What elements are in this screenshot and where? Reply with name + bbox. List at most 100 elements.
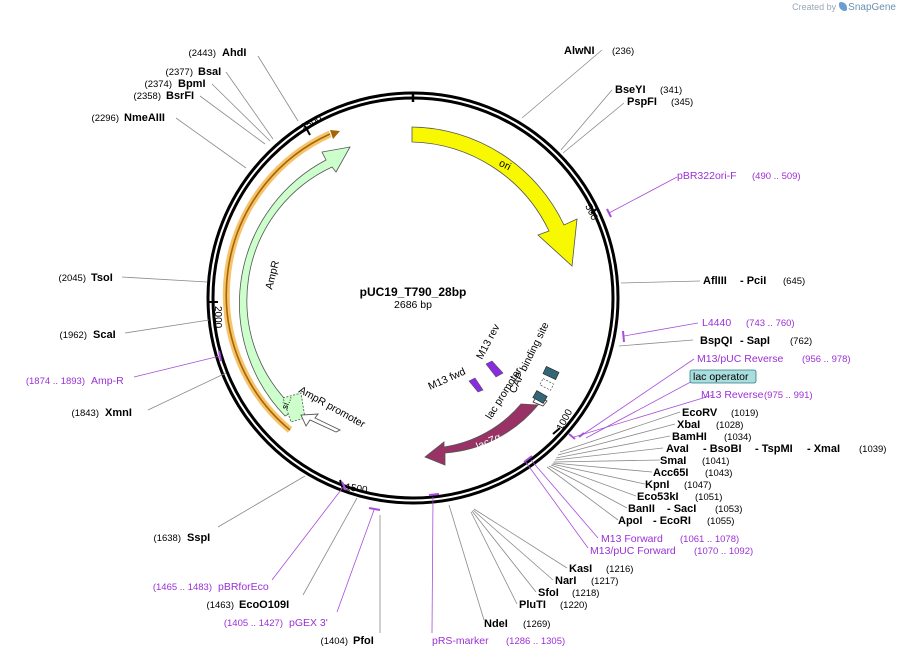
map-label-text: NdeI xyxy=(484,618,508,630)
label-alwni[interactable]: AlwNI (236) xyxy=(564,45,634,57)
tick-label-2000: 2000 xyxy=(212,306,223,329)
leader-lines xyxy=(121,49,714,634)
label-lac-operator[interactable]: lac operator xyxy=(689,369,757,384)
map-label-text: (1465 .. 1483) xyxy=(153,582,212,593)
map-label-text: KpnI xyxy=(645,479,669,491)
map-label-text: (2443) xyxy=(189,48,216,59)
map-label-text: NarI xyxy=(555,575,576,587)
label-bsai[interactable]: (2377)BsaI xyxy=(166,66,222,78)
map-label-text: (975 .. 991) xyxy=(764,390,813,401)
label-acc65i[interactable]: Acc65I (1043) xyxy=(653,467,732,479)
plasmid-size: 2686 bp xyxy=(394,299,432,311)
map-label-text: PfoI xyxy=(353,635,374,647)
label-scai[interactable]: (1962)ScaI xyxy=(60,329,116,341)
map-label-text: AflIII xyxy=(703,275,727,287)
map-label-text: (1638) xyxy=(154,533,181,544)
label-kasi[interactable]: KasI (1216) xyxy=(569,563,633,575)
map-label-text: (1405 .. 1427) xyxy=(224,618,283,629)
label-tsoi[interactable]: (2045)TsoI xyxy=(59,272,113,284)
ori-feature[interactable]: ori xyxy=(411,126,578,267)
map-label-text: ApoI xyxy=(618,515,642,527)
map-label-text: - PciI xyxy=(740,275,766,287)
map-label-text: NmeAIII xyxy=(124,112,165,124)
map-label-text: (1055) xyxy=(707,516,734,527)
label-bpmi[interactable]: (2374)BpmI xyxy=(145,78,206,90)
map-label-text: (743 .. 760) xyxy=(746,318,795,329)
map-label-text: L4440 xyxy=(702,317,731,329)
ampr-feature[interactable]: AmpR xyxy=(239,146,351,417)
label-bseyi[interactable]: BseYI(341) xyxy=(615,84,682,96)
label-ecoo109i[interactable]: (1463)EcoO109I xyxy=(207,599,290,611)
map-label-text: SfoI xyxy=(538,587,559,599)
map-label-text: (762) xyxy=(790,336,812,347)
map-label-text: SmaI xyxy=(660,455,686,467)
label-avai[interactable]: AvaI- BsoBI- TspMI- XmaI(1039) xyxy=(666,443,886,455)
map-label-text: (1216) xyxy=(606,564,633,575)
map-label-text: M13/pUC Reverse xyxy=(697,353,784,365)
label-sspi[interactable]: (1638)SspI xyxy=(154,532,211,544)
map-label-text: - SacI xyxy=(667,503,696,515)
label-bspqi[interactable]: BspQI- SapI(762) xyxy=(700,335,812,347)
map-label-text: (341) xyxy=(660,85,682,96)
label-apoi[interactable]: ApoI- EcoRI(1055) xyxy=(618,515,734,527)
cap-binding-feature[interactable]: CAP binding site xyxy=(507,320,560,404)
map-label-text: AlwNI xyxy=(564,45,595,57)
map-label-text: M13 Forward xyxy=(601,533,663,545)
map-label-text: pGEX 3' xyxy=(289,617,328,629)
label-prs-marker[interactable]: pRS-marker(1286 .. 1305) xyxy=(432,635,565,647)
tick-label-1500: 1500 xyxy=(345,482,369,496)
label-nmeaiii[interactable]: (2296) NmeAIII xyxy=(92,112,165,124)
map-label-text: (236) xyxy=(612,46,634,57)
map-label-text: (1043) xyxy=(705,468,732,479)
map-label-text: XbaI xyxy=(677,419,700,431)
map-label-text: Acc65I xyxy=(653,467,688,479)
label-pbr322ori[interactable]: pBR322ori-F(490 .. 509) xyxy=(677,170,801,182)
label-m13-reverse[interactable]: M13 Reverse(975 .. 991) xyxy=(701,389,813,401)
label-pluti[interactable]: PluTI(1220) xyxy=(519,599,587,611)
map-label-text: (2296) xyxy=(92,113,119,124)
label-eco53ki[interactable]: Eco53kI(1051) xyxy=(637,491,722,503)
label-m13puc-fwd[interactable]: M13/pUC Forward(1070 .. 1092) xyxy=(590,545,753,557)
label-ecorv[interactable]: EcoRV(1019) xyxy=(682,407,758,419)
label-m13puc-rev[interactable]: M13/pUC Reverse(956 .. 978) xyxy=(697,353,851,365)
map-label-text: KasI xyxy=(569,563,592,575)
label-bsrfi[interactable]: (2358)BsrFI xyxy=(134,90,195,102)
credit-brand: SnapGene xyxy=(848,2,896,13)
label-pgex3[interactable]: (1405 .. 1427) pGEX 3' xyxy=(224,617,328,629)
map-label-text: (1286 .. 1305) xyxy=(506,636,565,647)
label-pfoi[interactable]: (1404)PfoI xyxy=(321,635,374,647)
map-label-text: (1843) xyxy=(72,408,99,419)
label-pspfi[interactable]: PspFI(345) xyxy=(627,96,693,108)
label-m13-forward[interactable]: M13 Forward(1061 .. 1078) xyxy=(601,533,739,545)
map-label-text: - BsoBI xyxy=(703,443,742,455)
map-label-text: - XmaI xyxy=(807,443,840,455)
label-smai[interactable]: SmaI(1041) xyxy=(660,455,729,467)
label-xmni[interactable]: (1843)XmnI xyxy=(72,407,132,419)
map-label-text: - SapI xyxy=(740,335,770,347)
map-label-text: (2358) xyxy=(134,91,161,102)
map-label-text: (1269) xyxy=(523,619,550,630)
label-ndei[interactable]: NdeI (1269) xyxy=(484,618,550,630)
label-nari[interactable]: NarI(1217) xyxy=(555,575,618,587)
label-sfoi[interactable]: SfoI(1218) xyxy=(538,587,599,599)
label-afliii[interactable]: AflIII- PciI(645) xyxy=(703,275,805,287)
label-amp-r[interactable]: (1874 .. 1893)Amp-R xyxy=(26,375,124,387)
ori-label: ori xyxy=(497,157,513,173)
label-bamhi[interactable]: BamHI(1034) xyxy=(672,431,751,443)
map-label-text: ScaI xyxy=(93,329,116,341)
map-label-text: (1019) xyxy=(731,408,758,419)
map-label-text: EcoO109I xyxy=(239,599,289,611)
map-label-text: (1047) xyxy=(684,480,711,491)
label-l4440[interactable]: L4440 (743 .. 760) xyxy=(702,317,795,329)
label-pbrforeco[interactable]: (1465 .. 1483)pBRforEco xyxy=(153,581,269,593)
lacz-feature[interactable]: lacZα xyxy=(424,403,539,466)
ampr-promoter-feature[interactable]: AmpR promoter xyxy=(297,384,368,433)
map-label-text: lac operator xyxy=(693,371,749,383)
map-label-text: M13/pUC Forward xyxy=(590,545,676,557)
label-kpni[interactable]: KpnI (1047) xyxy=(645,479,711,491)
label-ahdi[interactable]: (2443)AhdI xyxy=(189,47,247,59)
label-banii[interactable]: BanII- SacI(1053) xyxy=(628,503,742,515)
m13-primers[interactable]: M13 fwd M13 rev xyxy=(426,322,504,393)
label-xbai[interactable]: XbaI(1028) xyxy=(677,419,743,431)
